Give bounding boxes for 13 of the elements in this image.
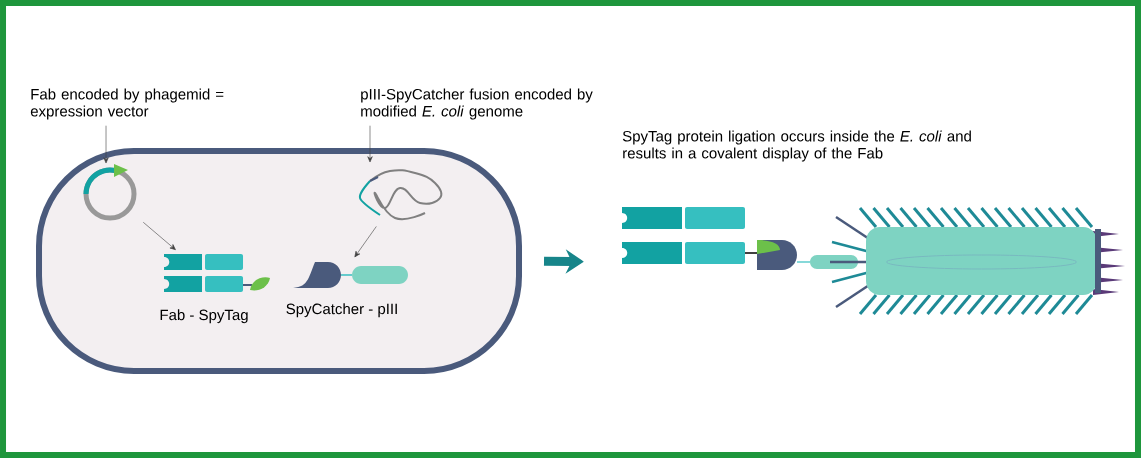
caption-text: pIII-SpyCatcher fusion encoded by modified E. coli genome — [361, 88, 593, 120]
caption-text: SpyTag protein ligation occurs inside the E. coli and results in a covalent display of the Fab — [622, 130, 971, 162]
arrow — [354, 226, 377, 258]
plasmid-drawing — [83, 164, 137, 221]
genome-drawing — [358, 169, 443, 221]
caption-text: Fab encoded by phagemid = expression vector — [30, 88, 224, 120]
arrow — [103, 125, 109, 164]
arrow — [367, 125, 373, 163]
arrow — [142, 222, 176, 250]
cell-drawing — [36, 148, 522, 374]
caption-text: Fab - SpyTag — [160, 309, 248, 324]
fab-spytag-drawing — [164, 254, 270, 292]
caption-text: SpyCatcher - pIII — [286, 303, 397, 318]
